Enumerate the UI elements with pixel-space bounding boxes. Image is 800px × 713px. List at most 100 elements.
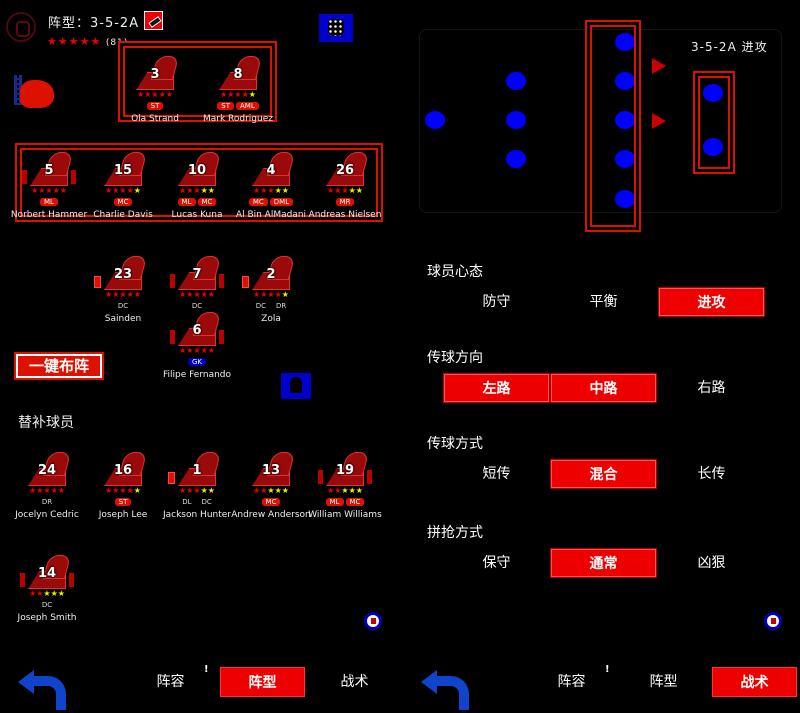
position-badge: DC: [117, 302, 129, 310]
player-positions: MC: [240, 498, 302, 506]
team-crest-icon: [6, 12, 36, 42]
player-positions: GK: [166, 358, 228, 366]
back-arrow-icon[interactable]: [18, 668, 66, 710]
player-positions: DR: [16, 498, 78, 506]
player-dot-m5: [615, 190, 635, 208]
player-number: 19: [335, 463, 355, 478]
player-number: 16: [113, 463, 133, 478]
tactic-option[interactable]: 防守: [482, 294, 511, 310]
alert-icon: !: [605, 664, 610, 675]
position-badge: DC: [41, 601, 53, 609]
team-rating-value: (81): [105, 38, 129, 48]
position-badge: MC: [248, 198, 268, 206]
tab-tactics[interactable]: 战术: [712, 667, 797, 697]
jersey-icon: [30, 152, 74, 186]
player-positions: MC: [92, 198, 154, 206]
jersey-icon: [104, 256, 148, 290]
player-name: Andreas Nielsen: [308, 210, 382, 220]
tactic-option[interactable]: 长传: [697, 466, 726, 482]
tactic-option[interactable]: 混合: [550, 459, 657, 489]
player-name: Zola: [261, 314, 281, 324]
player-stars: ★★★★★: [253, 186, 289, 195]
captain-pin-button[interactable]: [281, 373, 311, 399]
jersey-icon: [219, 56, 263, 90]
timer-icon[interactable]: [364, 612, 382, 630]
player-name: Andrew Anderson: [231, 510, 311, 520]
tab-formation[interactable]: 阵型: [220, 667, 305, 697]
player-name: Ola Strand: [131, 114, 179, 124]
forward-zone: [693, 71, 735, 174]
attack-arrow-icon: [652, 113, 666, 129]
player-number: 10: [187, 163, 207, 178]
formation-strategy-label: 3-5-2A 进攻: [691, 40, 768, 54]
player-name: Lucas Kuna: [171, 210, 223, 220]
edit-formation-button[interactable]: [144, 11, 163, 30]
tactic-option[interactable]: 通常: [550, 548, 657, 578]
tactic-option[interactable]: 凶狠: [697, 555, 726, 571]
player-dot-d3: [506, 150, 526, 168]
position-badge: DL: [182, 498, 192, 506]
tab-formation[interactable]: 阵型: [649, 674, 678, 690]
tactic-option[interactable]: 进攻: [658, 287, 765, 317]
tactic-option[interactable]: 平衡: [589, 294, 618, 310]
player-number: 26: [335, 163, 355, 178]
tactic-option[interactable]: 短传: [482, 466, 511, 482]
player-stars: ★★★★★: [253, 290, 289, 299]
player-stars: ★★★★★: [179, 486, 215, 495]
player-stars: ★★★★★: [31, 186, 67, 195]
formation-grid-button[interactable]: [319, 14, 353, 42]
position-badge: DR: [276, 302, 287, 310]
tactic-option[interactable]: 左路: [443, 373, 550, 403]
auto-lineup-button[interactable]: 一键布阵: [16, 354, 102, 378]
player-number: 1: [192, 463, 202, 478]
player-number: 8: [233, 67, 243, 82]
tab-tactics[interactable]: 战术: [340, 674, 369, 690]
position-badge: ML: [40, 198, 58, 206]
tactic-option[interactable]: 右路: [697, 380, 726, 396]
timer-icon[interactable]: [764, 612, 782, 630]
team-rating: ★★★★★ (81): [47, 35, 128, 48]
player-positions: DC: [92, 302, 154, 310]
player-number: 13: [261, 463, 281, 478]
position-badge: MC: [345, 498, 365, 506]
player-dot-gk: [425, 111, 445, 129]
player-stars: ★★★★★: [179, 186, 215, 195]
team-stars: ★★★★★: [47, 35, 102, 48]
back-arrow-icon[interactable]: [421, 668, 469, 710]
position-badge: ST: [146, 102, 164, 110]
section-title: 传球方向: [427, 350, 483, 366]
tab-lineup[interactable]: 阵容: [156, 674, 185, 690]
player-dot-m1: [615, 33, 635, 51]
player-number: 15: [113, 163, 133, 178]
jersey-icon: [28, 452, 72, 486]
jersey-icon: [252, 256, 296, 290]
red-card-icon: [168, 472, 175, 484]
tab-lineup[interactable]: 阵容: [557, 674, 586, 690]
player-card[interactable]: 7★★★★★DC: [166, 256, 228, 346]
jersey-icon: [178, 256, 222, 290]
position-badge: MR: [335, 198, 355, 206]
jersey-icon: [252, 452, 296, 486]
player-stars: ★★★★★: [105, 186, 141, 195]
player-number: 14: [37, 566, 57, 581]
tactic-option[interactable]: 保守: [482, 555, 511, 571]
tactic-option[interactable]: 中路: [550, 373, 657, 403]
